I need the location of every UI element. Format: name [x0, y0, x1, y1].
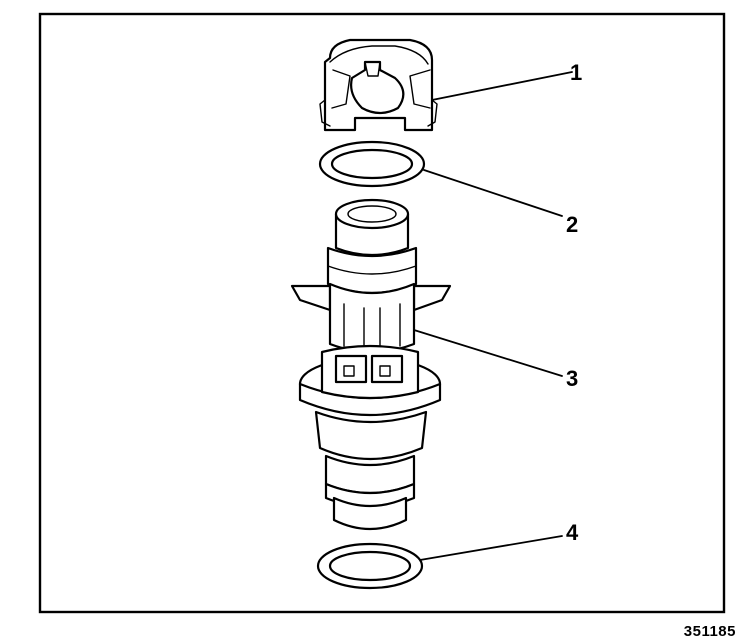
callout-label-4: 4: [566, 520, 579, 545]
callout-label-2: 2: [566, 212, 578, 237]
leader-line-1: [431, 71, 573, 101]
part-retainer-clip: [319, 38, 438, 132]
figure-id-number: 351185: [683, 623, 736, 640]
leader-line-4: [419, 535, 563, 561]
part-upper-o-ring: [318, 140, 426, 188]
callout-label-1: 1: [570, 60, 582, 85]
leader-line-3: [413, 329, 563, 377]
part-fuel-injector: [290, 198, 452, 530]
callout-label-3: 3: [566, 366, 578, 391]
part-lower-o-ring: [316, 542, 424, 590]
diagram-frame: [38, 12, 726, 614]
leader-line-2: [423, 169, 563, 217]
